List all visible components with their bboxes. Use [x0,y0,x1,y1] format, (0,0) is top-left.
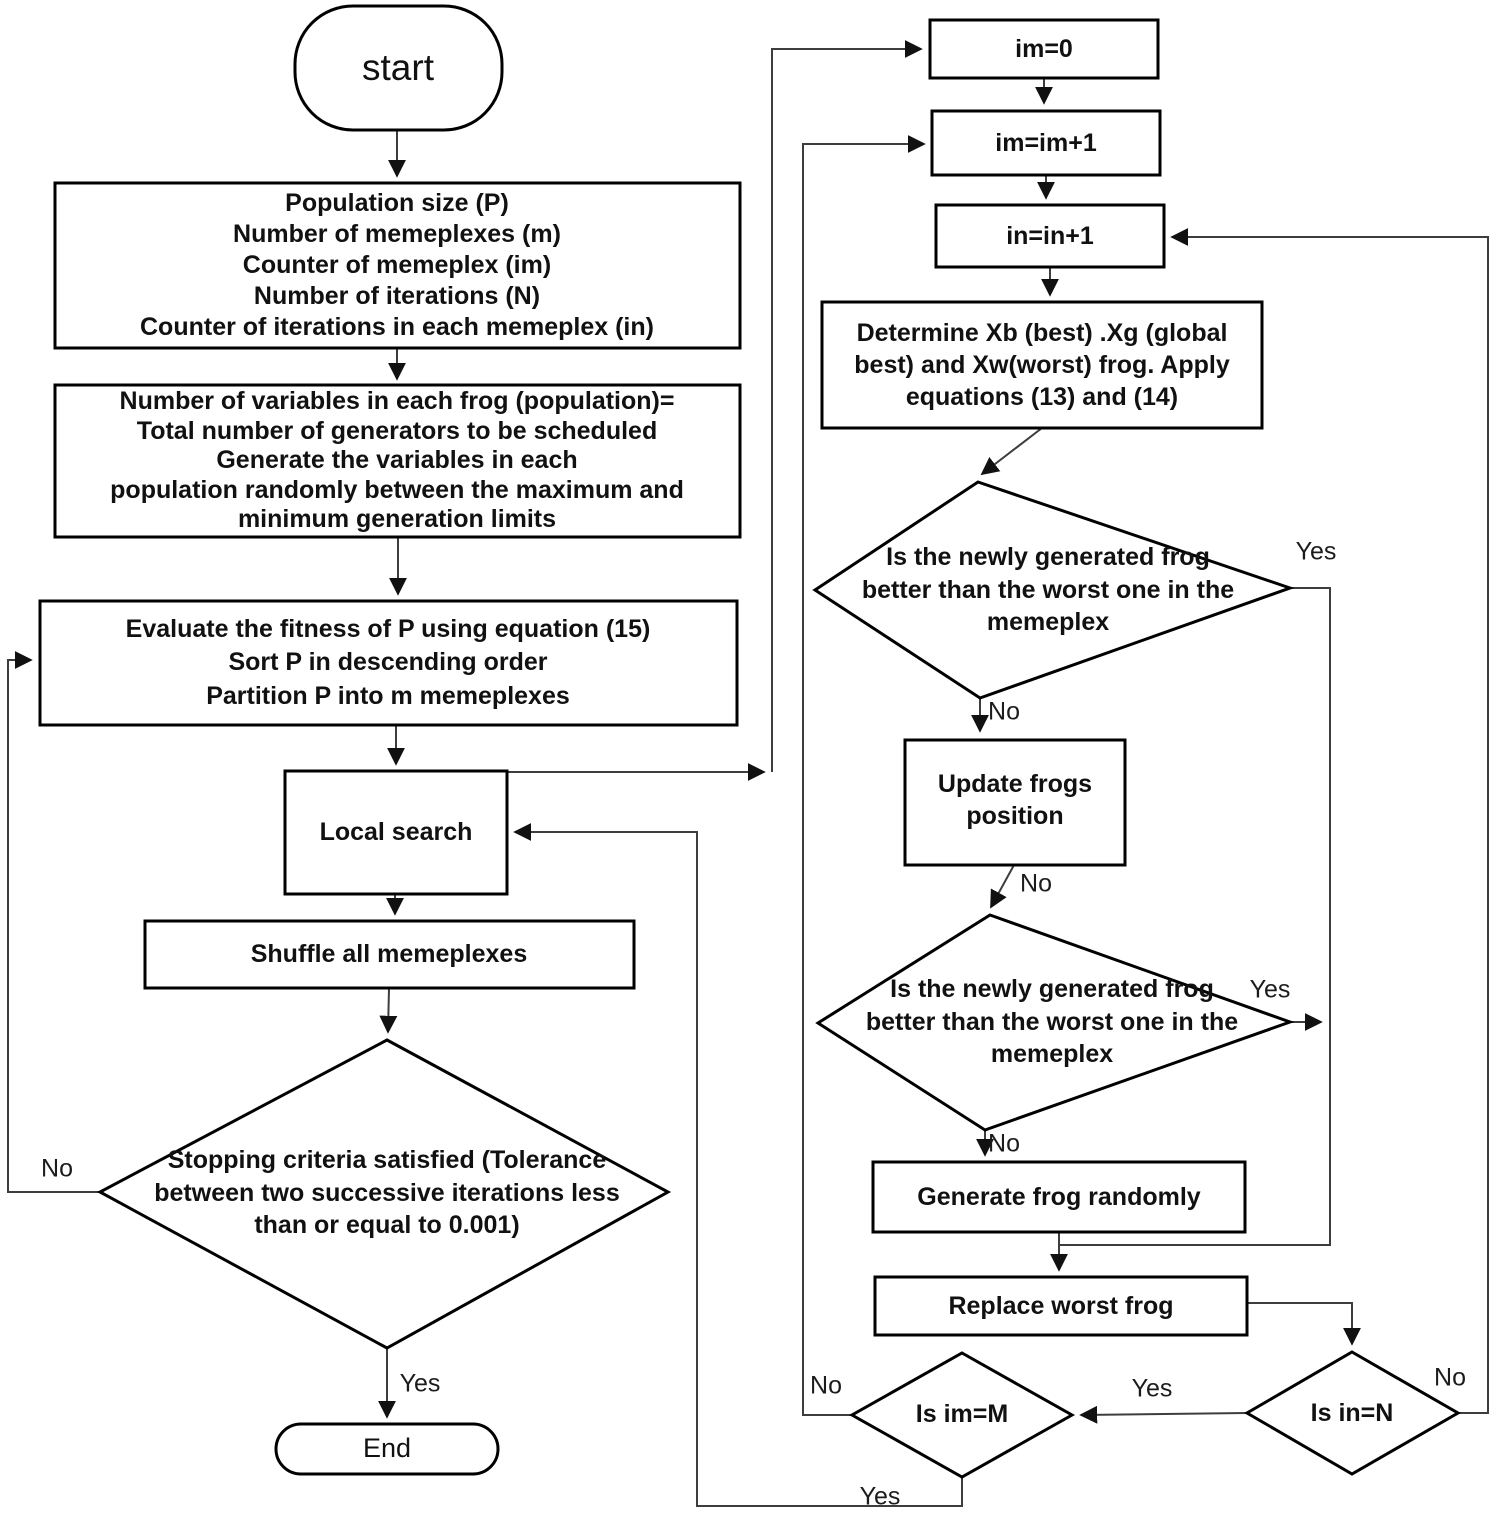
edge-stopping-no-loop [7,651,100,1193]
im-zero-process-shape [928,18,1160,80]
frog-check-2-decision-shape [815,913,1295,1132]
edge-replace-to-is-in-n [1247,1302,1361,1346]
edge-determine-to-check1 [980,427,1043,476]
is-im-m-decision-shape [848,1351,1076,1479]
is-in-n-decision-shape [1244,1350,1462,1476]
edge-shuffle-to-stopping [379,987,398,1034]
edge-is-in-n-yes [1079,1405,1248,1424]
evaluate-process-shape [38,599,739,727]
edge-update-to-check2 [990,864,1015,909]
im-inc-process-shape [930,109,1162,177]
edge-is-im-m-yes-loop [513,823,963,1507]
variables-process-shape [53,383,742,539]
in-inc-process-shape [934,203,1166,269]
shuffle-process-shape [143,919,636,990]
end-terminator-shape [274,1422,500,1476]
init-process-shape [53,181,742,350]
edge-is-im-m-no-loop [802,135,926,1416]
determine-process-shape [820,300,1264,430]
stopping-decision-shape [96,1038,672,1350]
start-terminator-shape [293,4,504,132]
local-search-process-shape [283,769,509,896]
frog-check-1-decision-shape [812,480,1295,700]
update-process-shape [903,738,1127,867]
edge-is-in-n-no-loop [1170,228,1489,1414]
edge-yes-join-vertical [1060,587,1331,1246]
replace-process-shape [873,1275,1249,1337]
edge-branch-to-im-zero [771,40,923,772]
generate-process-shape [871,1160,1247,1234]
